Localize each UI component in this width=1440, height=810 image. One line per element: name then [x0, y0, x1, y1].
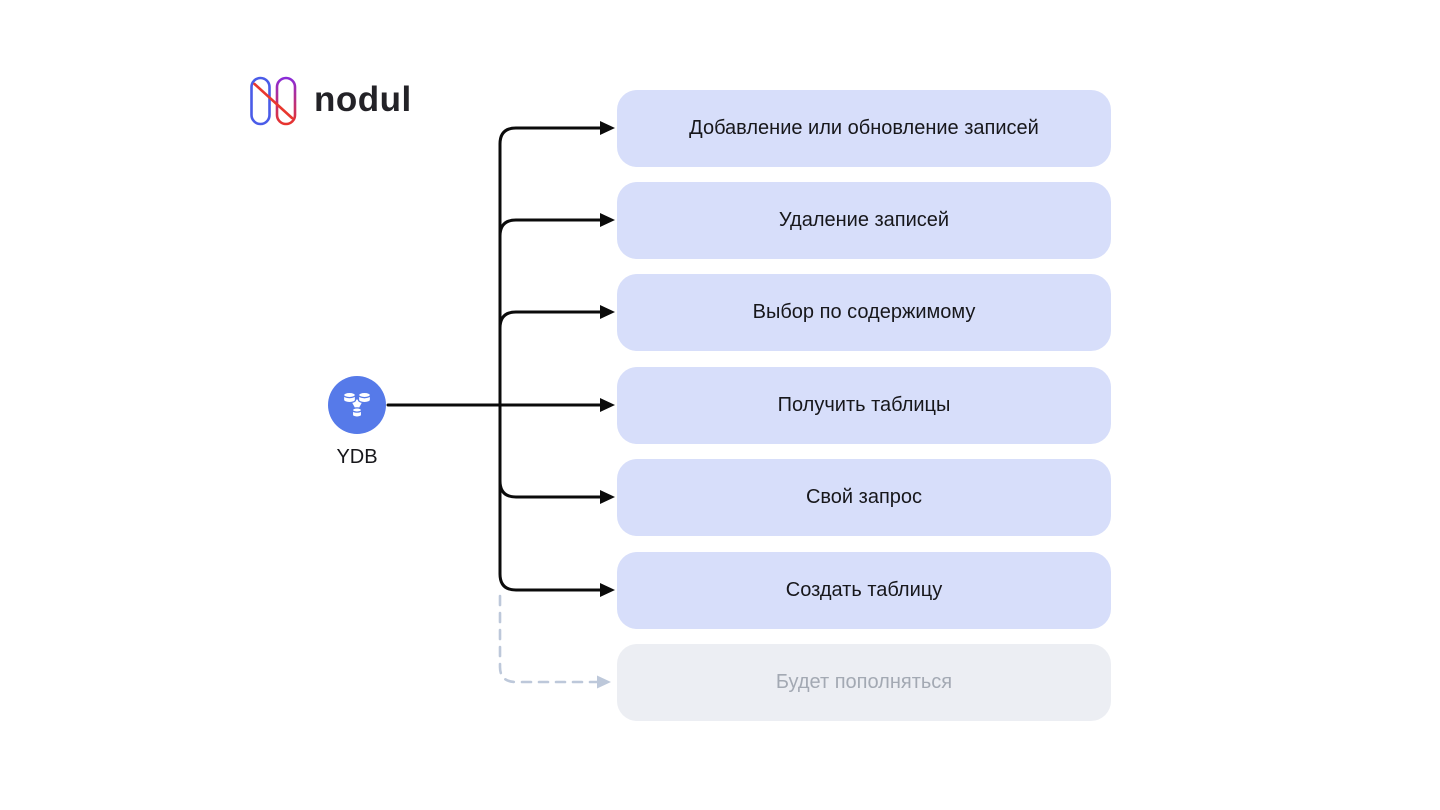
logo-wordmark: nodul [314, 80, 412, 119]
arrowhead-icon [600, 121, 615, 597]
action-card: Выбор по содержимому [617, 273, 1111, 351]
action-card-label: Свой запрос [805, 485, 923, 508]
nodul-logo: nodul [248, 74, 412, 126]
solid-connector-lines [386, 126, 603, 592]
action-card: Добавление или обновление записей [617, 89, 1111, 167]
action-card: Свой запрос [617, 458, 1111, 536]
source-node-ydb: YDB [328, 376, 386, 469]
ydb-database-icon [342, 391, 372, 418]
action-card-label: Выбор по содержимому [752, 300, 976, 323]
action-card-label: Создать таблицу [785, 578, 943, 601]
dashed-connector-line [498, 594, 599, 684]
action-card-label: Удаление записей [778, 208, 950, 231]
action-card: Получить таблицы [617, 366, 1111, 444]
nodul-logo-icon [250, 76, 297, 126]
source-node-label: YDB [336, 446, 378, 468]
placeholder-card-label: Будет пополняться [775, 670, 953, 693]
action-card-label: Получить таблицы [777, 393, 951, 416]
action-card-label: Добавление или обновление записей [689, 116, 1039, 139]
action-card: Создать таблицу [617, 551, 1111, 629]
action-card: Удаление записей [617, 181, 1111, 259]
dashed-arrowhead-icon [597, 675, 611, 689]
ydb-node-circle [328, 376, 386, 434]
placeholder-card: Будет пополняться [617, 643, 1111, 721]
